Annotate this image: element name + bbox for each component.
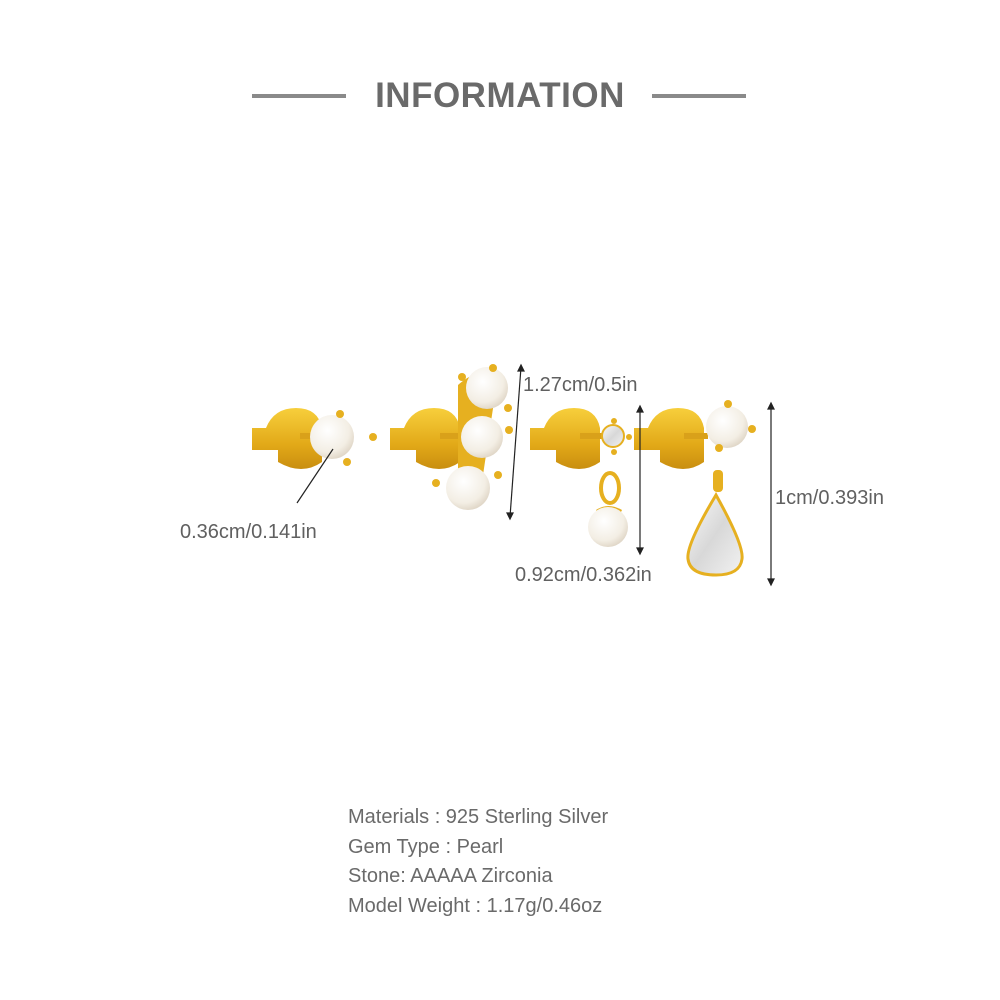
spec-gem-type: Gem Type : Pearl bbox=[348, 835, 504, 858]
triple-pearl-earring bbox=[390, 364, 513, 510]
dimension-label-zircon-drop: 1cm/0.393in bbox=[775, 487, 884, 509]
spec-list: Materials : 925 Sterling Silver Gem Type… bbox=[348, 803, 608, 921]
dimension-label-stud: 0.36cm/0.141in bbox=[180, 521, 317, 543]
dimension-label-pearl-drop: 0.92cm/0.362in bbox=[515, 564, 652, 586]
title-rule-left bbox=[252, 94, 346, 98]
title-rule-right bbox=[652, 94, 746, 98]
page-title: INFORMATION bbox=[375, 76, 625, 115]
pearl-stud-earring bbox=[252, 408, 377, 469]
spec-weight: Model Weight : 1.17g/0.46oz bbox=[348, 894, 603, 917]
dimension-line-triple bbox=[509, 366, 522, 518]
dimension-label-triple: 1.27cm/0.5in bbox=[523, 374, 638, 396]
spec-stone: Stone: AAAAA Zirconia bbox=[348, 865, 553, 887]
dimension-line-stud bbox=[296, 448, 334, 504]
pearl-drop-earring bbox=[530, 408, 632, 547]
spec-materials: Materials : 925 Sterling Silver bbox=[348, 806, 609, 828]
zircon-drop-earring bbox=[634, 400, 756, 577]
